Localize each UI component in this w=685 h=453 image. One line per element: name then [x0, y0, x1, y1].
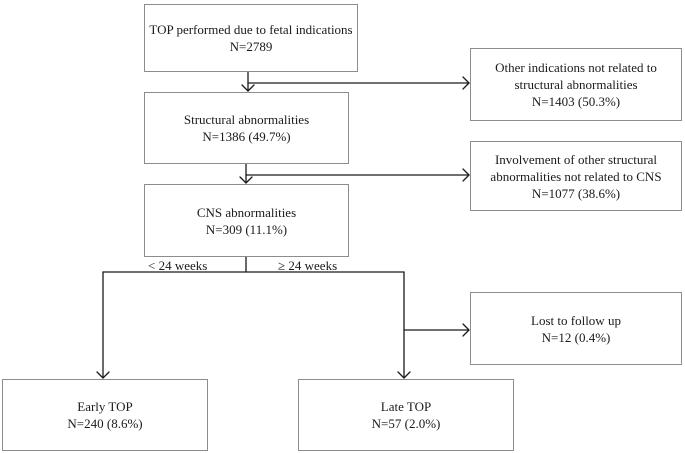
label-24-weeks-or-more: ≥ 24 weeks	[278, 258, 338, 273]
top-performed-box: TOP performed due to fetal indications N…	[144, 4, 358, 72]
early-top-title: Early TOP	[77, 399, 133, 414]
other-indications-box: Other indications not related to structu…	[470, 48, 682, 121]
late-top-box: Late TOP N=57 (2.0%)	[298, 379, 514, 451]
cns-abnormalities-count: N=309 (11.1%)	[205, 221, 288, 237]
late-top-title: Late TOP	[380, 399, 432, 414]
lost-to-follow-up-count: N=12 (0.4%)	[541, 329, 611, 345]
cns-split-line	[102, 256, 405, 273]
label-under-24-weeks: < 24 weeks	[148, 258, 208, 273]
structural-abnormalities-box: Structural abnormalities N=1386 (49.7%)	[144, 92, 349, 164]
involvement-line2: abnormalities not related to CNS	[490, 168, 662, 184]
top-performed-count: N=2789	[229, 39, 273, 54]
other-indications-count: N=1403 (50.3%)	[531, 94, 621, 109]
early-top-box: Early TOP N=240 (8.6%)	[2, 379, 208, 451]
cns-abnormalities-box: CNS abnormalities N=309 (11.1%)	[144, 184, 349, 257]
structural-abnormalities-count: N=1386 (49.7%)	[202, 129, 291, 144]
early-top-count: N=240 (8.6%)	[67, 416, 143, 431]
involvement-count: N=1077 (38.6%)	[531, 185, 621, 201]
cns-abnormalities-title: CNS abnormalities	[196, 204, 297, 220]
lost-to-follow-up-title: Lost to follow up	[531, 312, 621, 328]
top-performed-title: TOP performed due to fetal indications	[149, 22, 353, 37]
involvement-box: Involvement of other structural abnormal…	[470, 141, 682, 211]
structural-abnormalities-title: Structural abnormalities	[183, 112, 310, 127]
late-top-count: N=57 (2.0%)	[371, 416, 441, 431]
involvement-line1: Involvement of other structural	[494, 151, 658, 167]
other-indications-line1: Other indications not related to	[495, 60, 657, 75]
other-indications-line2: structural abnormalities	[514, 77, 638, 92]
lost-to-follow-up-box: Lost to follow up N=12 (0.4%)	[470, 292, 682, 365]
